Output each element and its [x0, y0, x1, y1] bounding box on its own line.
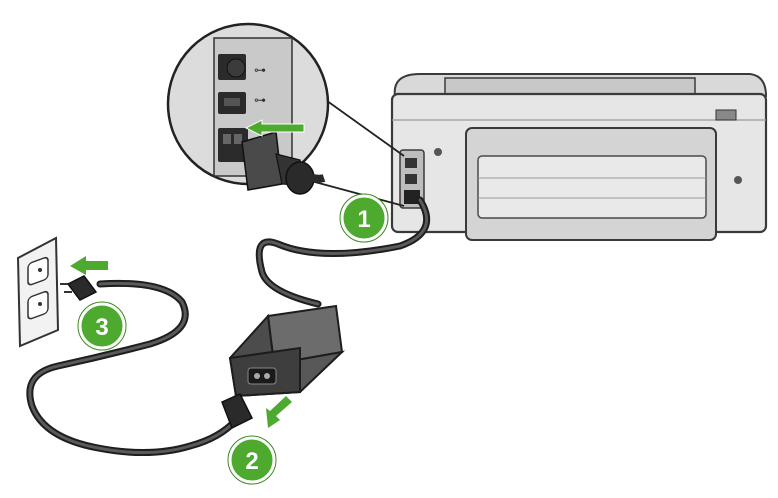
step-number-2: 2	[245, 448, 258, 475]
adapter-plug-icon	[221, 393, 254, 430]
step-badge-1: 1	[339, 193, 389, 243]
arrow-to-adapter	[266, 396, 292, 428]
step-number-3: 3	[95, 314, 108, 341]
printer-icon	[390, 73, 768, 241]
arrow-to-outlet	[70, 256, 108, 275]
svg-text:⊶: ⊶	[254, 93, 266, 107]
power-adapter-icon	[228, 304, 346, 398]
port-zoom-callout: ⊶ ⊶	[166, 22, 405, 207]
wall-plug-icon	[60, 275, 98, 301]
step-badge-2: 2	[227, 435, 277, 485]
insert-arrow	[244, 119, 305, 137]
power-cables	[26, 196, 431, 456]
step-badge-3: 3	[77, 301, 127, 351]
svg-text:⊶: ⊶	[254, 63, 266, 77]
usb-icon: ⊶ ⊶	[218, 54, 266, 114]
wall-outlet-icon	[16, 236, 60, 348]
step-number-1: 1	[357, 206, 370, 233]
plug-icon	[241, 131, 326, 195]
power-port-icon	[218, 128, 248, 162]
